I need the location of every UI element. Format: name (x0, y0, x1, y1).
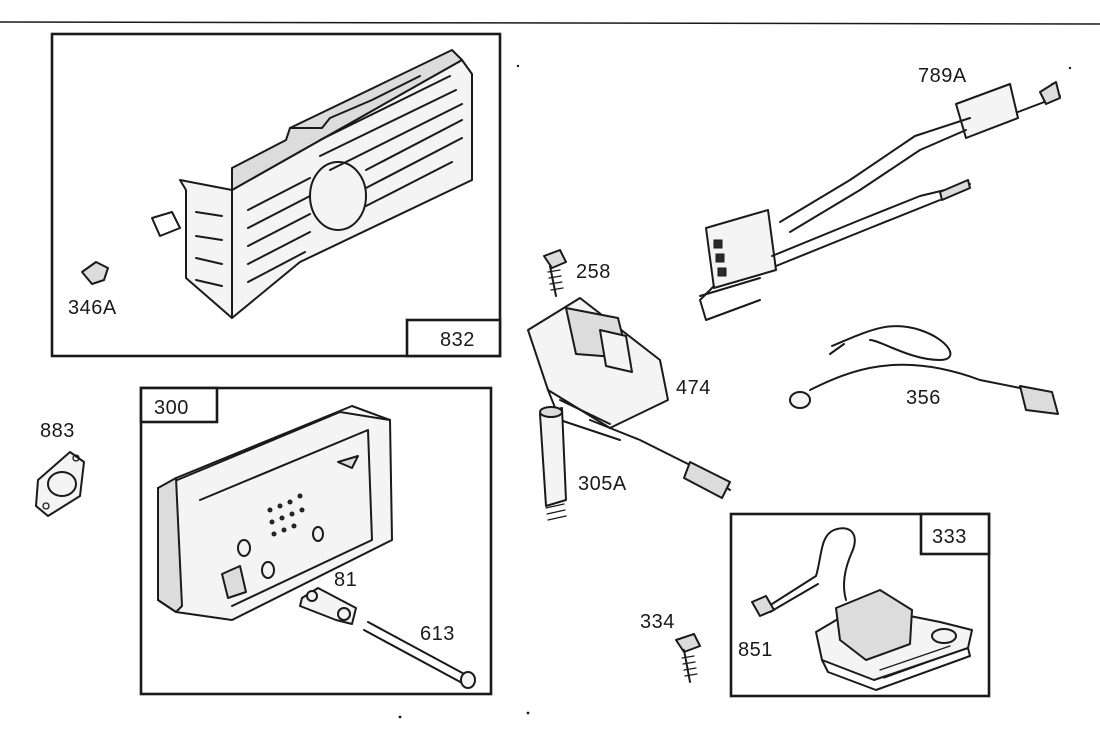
label-258: 258 (576, 261, 611, 283)
coil-part (751, 527, 973, 691)
stud-613: 613 (363, 621, 476, 689)
label-305a: 305A (578, 473, 627, 495)
wire-356: 356 (789, 325, 1059, 415)
label-333: 333 (932, 526, 967, 548)
group-300: 300 81 (139, 386, 493, 696)
label-789a: 789A (918, 65, 967, 87)
label-474: 474 (676, 377, 711, 399)
gasket-883: 883 (35, 420, 85, 517)
scan-specks (398, 64, 1072, 719)
label-832: 832 (440, 329, 475, 351)
label-883: 883 (40, 420, 75, 442)
label-613: 613 (420, 623, 455, 645)
screw-258: 258 (543, 249, 611, 297)
label-334: 334 (640, 611, 675, 633)
group-333-frame (729, 512, 991, 698)
top-rule (0, 21, 1100, 25)
group-300-tag-box (139, 386, 219, 424)
spacer-305a: 305A (539, 406, 627, 521)
label-346a: 346A (68, 297, 117, 319)
screw-334: 334 (640, 611, 701, 683)
group-832-frame (50, 32, 502, 358)
label-851: 851 (738, 639, 773, 661)
group-333-tag-box (919, 512, 991, 556)
group-333: 333 851 (729, 512, 991, 698)
lock-plate-81: 81 (299, 569, 357, 625)
muffler-part (157, 405, 393, 621)
label-300: 300 (154, 397, 189, 419)
shroud-part (151, 49, 473, 319)
label-356: 356 (906, 387, 941, 409)
group-832-tag-box (405, 318, 502, 358)
group-832: 832 346A (50, 32, 502, 358)
clip-346a (81, 261, 109, 285)
group-300-frame (139, 386, 493, 696)
group-789a: 789A (699, 65, 1061, 321)
label-81: 81 (334, 569, 357, 591)
